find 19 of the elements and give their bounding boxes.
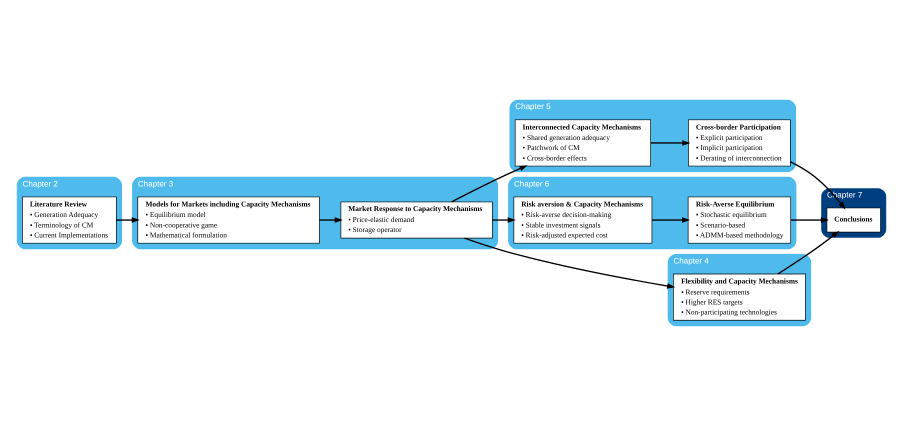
arrow: [464, 237, 676, 288]
arrow: [652, 216, 690, 222]
node-box: Literature Review • Generation Adequacy • Terminology of CM • Current Implementations: [22, 196, 117, 243]
arrow: [116, 216, 140, 222]
arrow: [320, 216, 343, 222]
arrow: [650, 140, 690, 146]
arrow: [778, 230, 840, 274]
node-box: Risk aversion & Capacity Mechanisms • Risk-averse decision-making • Stable investment signals • Risk-adjusted expected cost: [514, 196, 652, 243]
arrow: [492, 216, 516, 222]
node-box: Risk-Averse Equilibrium • Stochastic equilibrium • Scenario-based • ADMM-based methodology: [688, 196, 792, 243]
node-box: Conclusions: [826, 207, 881, 232]
node-box: Models for Markets including Capacity Mechanisms • Equilibrium model • Non-cooperative game • Mathematical formulation: [137, 196, 320, 243]
node-box: Market Response to Capacity Mechanisms • Price-elastic demand • Storage operator: [340, 201, 493, 238]
arrow: [790, 160, 846, 209]
arrow: [451, 164, 528, 202]
node-box: Interconnected Capacity Mechanisms • Shared generation adequacy • Patchwork of CM • Cross-border effects: [514, 118, 651, 166]
node-box: Cross-border Participation • Explicit participation • Implicit participation • Derating of interconnection: [688, 118, 791, 166]
node-box: Flexibility and Capacity Mechanisms • Reserve requirements • Higher RES targets • Non-participating technologies: [673, 273, 806, 320]
arrow: [790, 216, 829, 222]
